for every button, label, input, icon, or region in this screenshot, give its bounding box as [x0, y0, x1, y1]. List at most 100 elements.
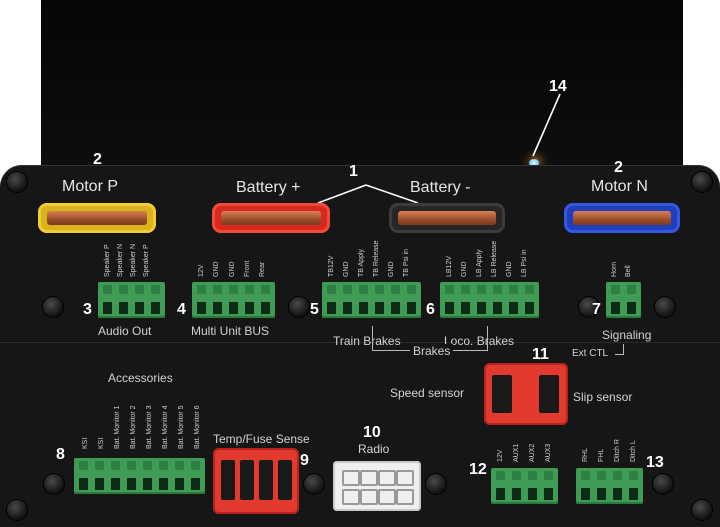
pin-label: TB Psi in	[403, 248, 410, 277]
pin-label: Rear	[259, 261, 266, 277]
callout-7: 7	[592, 301, 601, 318]
accessories-label: Accessories	[108, 371, 173, 385]
train-brakes-label: Train Brakes	[333, 334, 401, 348]
pin-label: AUX2	[529, 443, 536, 462]
pin-label: TB12V	[328, 255, 335, 277]
pin-label: Bat. Monitor 6	[194, 405, 201, 449]
loco-brakes-terminal[interactable]	[440, 282, 539, 318]
battery-minus-label: Battery -	[410, 179, 471, 196]
callout-12: 12	[469, 461, 487, 478]
signaling-label: Signaling	[602, 328, 652, 342]
pin-label: GND	[213, 261, 220, 277]
callout-line-1b	[365, 184, 419, 204]
pin-label: Bat. Monitor 5	[178, 405, 185, 449]
pin-label: TB Apply	[358, 248, 365, 277]
screw-icon	[692, 500, 712, 520]
multi-unit-terminal[interactable]	[192, 282, 275, 318]
pin-label: KSI	[82, 437, 89, 449]
pin-label: 12V	[497, 449, 504, 462]
battery-minus-connector[interactable]	[389, 203, 505, 233]
screw-icon	[43, 297, 63, 317]
pin-label: GND	[388, 261, 395, 277]
motor-p-connector[interactable]	[38, 203, 156, 233]
battery-plus-label: Battery +	[236, 179, 301, 196]
callout-11: 11	[532, 346, 549, 363]
panel-divider	[0, 342, 720, 343]
pin-label: 12V	[198, 264, 205, 277]
pin-label: LB Psi in	[521, 249, 528, 277]
screw-icon	[653, 474, 673, 494]
temp-fuse-label: Temp/Fuse Sense	[213, 432, 310, 446]
callout-line-1a	[317, 184, 367, 204]
motor-p-label: Motor P	[62, 178, 119, 195]
ext-ctl-label: Ext CTL	[572, 348, 609, 359]
audio-out-label: Audio Out	[98, 324, 152, 338]
pin-label: Speaker N	[130, 243, 137, 277]
pin-label: Bat. Monitor 2	[130, 405, 137, 449]
callout-2-motor-n: 2	[614, 159, 623, 176]
status-led-icon	[529, 159, 539, 167]
pin-label: Bell	[625, 265, 632, 277]
screw-icon	[44, 474, 64, 494]
callout-5: 5	[310, 301, 319, 318]
pin-label: Ditch L	[630, 440, 637, 462]
audio-out-terminal[interactable]	[98, 282, 165, 318]
pin-label: LB Release	[491, 240, 498, 277]
pin-label: Bat. Monitor 4	[162, 405, 169, 449]
pin-label: Speaker N	[117, 243, 124, 277]
screw-icon	[7, 500, 27, 520]
ext-ctl-bracket	[615, 344, 624, 355]
pin-label: TB Release	[373, 240, 380, 277]
train-brakes-terminal[interactable]	[322, 282, 421, 318]
speed-sensor-label: Speed sensor	[390, 386, 465, 400]
pin-label: GND	[461, 261, 468, 277]
accessories-terminal[interactable]	[74, 458, 205, 494]
pin-label: RHL	[582, 447, 589, 462]
pin-label: AUX3	[545, 443, 552, 462]
upper-enclosure	[41, 0, 683, 175]
pin-label: LB12V	[446, 255, 453, 277]
aux-terminal[interactable]	[491, 468, 558, 504]
pin-label: AUX1	[513, 443, 520, 462]
motor-n-connector[interactable]	[564, 203, 680, 233]
screw-icon	[426, 474, 446, 494]
callout-1: 1	[349, 163, 358, 180]
pin-label: GND	[229, 261, 236, 277]
callout-6: 6	[426, 301, 435, 318]
pin-label: KSI	[98, 437, 105, 449]
loco-brakes-label: Loco. Brakes	[444, 334, 515, 348]
pin-label: FHL	[598, 448, 605, 462]
screw-icon	[692, 172, 712, 192]
pin-label: Horn	[611, 261, 618, 277]
screw-icon	[7, 172, 27, 192]
brakes-label: Brakes	[410, 344, 454, 358]
radio-label: Radio	[358, 442, 390, 456]
pin-label: Front	[244, 260, 251, 277]
callout-3: 3	[83, 301, 92, 318]
sensor-connector[interactable]	[484, 363, 568, 425]
pin-label: Bat. Monitor 3	[146, 405, 153, 449]
callout-10: 10	[363, 424, 381, 441]
callout-2-motor-p: 2	[93, 151, 102, 168]
motor-n-label: Motor N	[591, 178, 648, 195]
pin-label: GND	[343, 261, 350, 277]
screw-icon	[304, 474, 324, 494]
pin-label: GND	[506, 261, 513, 277]
battery-plus-connector[interactable]	[212, 203, 330, 233]
multi-unit-label: Multi Unit BUS	[191, 324, 270, 338]
signaling-terminal[interactable]	[606, 282, 641, 318]
pin-label: Speaker P	[143, 244, 150, 277]
pin-label: LB Apply	[476, 249, 483, 277]
callout-8: 8	[56, 446, 65, 463]
pin-label: Bat. Monitor 1	[114, 405, 121, 449]
screw-icon	[289, 297, 309, 317]
screw-icon	[579, 297, 599, 317]
temp-fuse-connector[interactable]	[213, 448, 299, 514]
radio-connector[interactable]	[333, 461, 421, 511]
callout-13: 13	[646, 454, 664, 471]
pin-label: Speaker P	[104, 244, 111, 277]
callout-14: 14	[549, 78, 567, 95]
lights-terminal[interactable]	[576, 468, 643, 504]
callout-4: 4	[177, 301, 186, 318]
